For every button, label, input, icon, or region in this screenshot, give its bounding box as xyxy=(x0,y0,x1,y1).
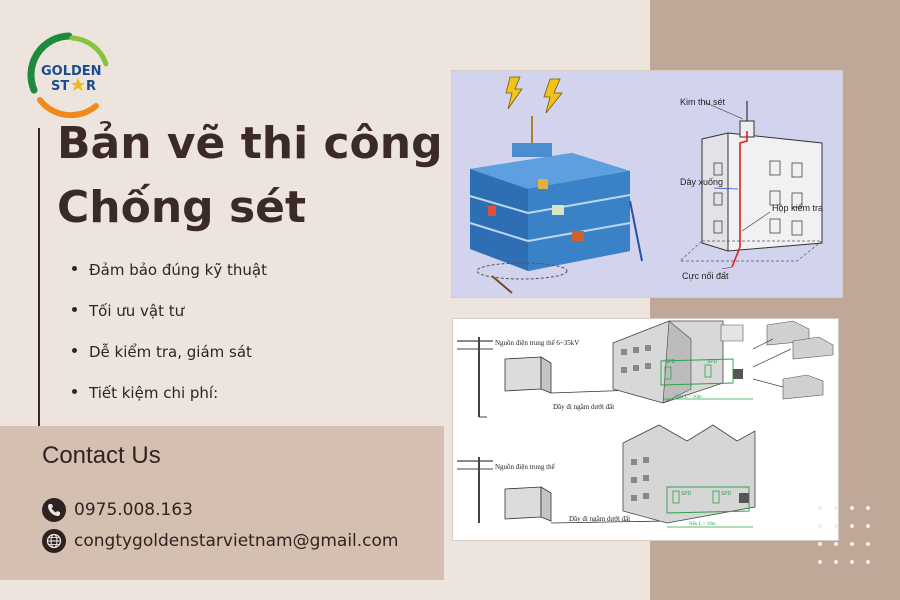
bullet-icon xyxy=(72,266,77,271)
label-lightning-rod: Kim thu sét xyxy=(680,97,726,107)
spd-label: SPD xyxy=(721,491,732,497)
lightning-building-diagram: Kim thu sét Dây xuống Hộp kiểm tra Cực n… xyxy=(451,70,843,298)
label-bottom-underground-cable: Dây đi ngầm dưới đất xyxy=(569,515,630,523)
contact-title: Contact Us xyxy=(42,442,161,469)
label-down-conductor: Dây xuống xyxy=(680,177,723,187)
list-item: Dễ kiểm tra, giám sát xyxy=(72,340,267,381)
phone-row[interactable]: 0975.008.163 xyxy=(42,498,193,522)
label-test-box: Hộp kiểm tra xyxy=(772,203,823,213)
phone-number: 0975.008.163 xyxy=(74,500,193,520)
contact-box: Contact Us 0975.008.163 congtygoldenstar… xyxy=(0,426,444,580)
benefit-list: Đảm bảo đúng kỹ thuật Tối ưu vật tư Dễ k… xyxy=(72,258,267,422)
label-bottom-power-source: Nguồn điện trung thế xyxy=(495,463,556,471)
logo-text-line3: R xyxy=(86,79,96,94)
bullet-icon xyxy=(72,348,77,353)
decorative-dot-grid xyxy=(818,506,870,564)
lightning-icon xyxy=(543,78,563,114)
accent-divider-line xyxy=(38,128,40,428)
spd-label: SPD xyxy=(707,359,718,365)
title-line-2: Chống sét xyxy=(57,182,307,233)
spd-installation-diagram: Nguồn điện trung thế 6÷35kV Dây đi ngầm … xyxy=(452,318,839,541)
bullet-icon xyxy=(72,307,77,312)
golden-star-logo: GOLDEN ST R xyxy=(27,32,109,119)
email-row[interactable]: congtygoldenstarvietnam@gmail.com xyxy=(42,529,399,553)
page-title: Bản vẽ thi công Chống sét xyxy=(57,112,443,240)
lightning-icon xyxy=(505,76,523,110)
phone-icon xyxy=(42,498,66,522)
list-item: Tiết kiệm chi phí: xyxy=(72,381,267,422)
label-top-underground-cable: Dây đi ngầm dưới đất xyxy=(553,403,614,411)
label-top-distance: Nếu L > 10m xyxy=(675,395,702,400)
star-icon xyxy=(71,78,85,91)
label-bottom-distance: Nếu L > 10m xyxy=(689,522,716,527)
globe-icon xyxy=(42,529,66,553)
logo-text-line2: ST xyxy=(51,79,69,94)
spd-label: SPD xyxy=(681,491,692,497)
list-item: Tối ưu vật tư xyxy=(72,299,267,340)
title-line-1: Bản vẽ thi công xyxy=(57,118,443,169)
logo-text-line1: GOLDEN xyxy=(41,64,102,79)
label-grounding: Cực nối đất xyxy=(682,271,729,281)
label-top-power-source: Nguồn điện trung thế 6÷35kV xyxy=(495,339,579,347)
spd-label: SPD xyxy=(665,359,676,365)
email-address: congtygoldenstarvietnam@gmail.com xyxy=(74,531,399,551)
list-item: Đảm bảo đúng kỹ thuật xyxy=(72,258,267,299)
bullet-icon xyxy=(72,389,77,394)
